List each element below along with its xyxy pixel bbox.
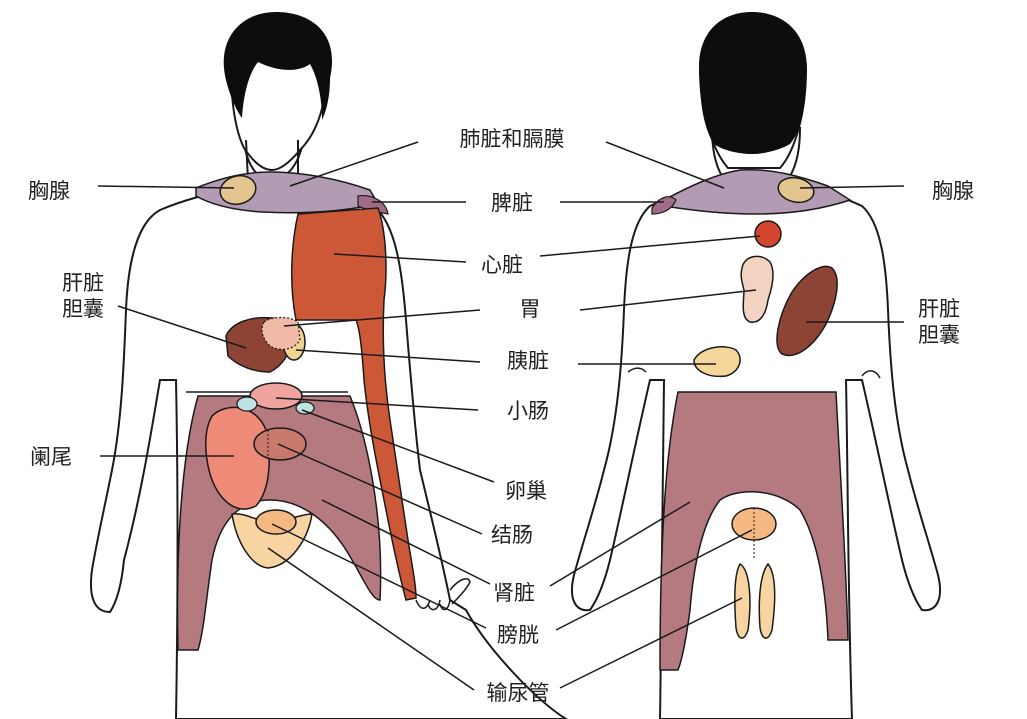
leader-bladder-front bbox=[271, 523, 487, 629]
label-ureter: 输尿管 bbox=[486, 681, 550, 705]
leader-kidney-back bbox=[549, 501, 691, 587]
leader-heart-back bbox=[539, 235, 761, 257]
back-ureter-left bbox=[734, 562, 751, 639]
label-liver-right: 肝脏 bbox=[918, 297, 960, 321]
back-liver bbox=[776, 265, 838, 357]
back-scapula-left bbox=[627, 367, 647, 373]
leader-ureter-front bbox=[267, 547, 475, 691]
back-lung-diaphragm-zone bbox=[663, 168, 852, 215]
back-spleen-zone bbox=[651, 196, 677, 215]
back-hair bbox=[699, 12, 807, 154]
front-figure bbox=[90, 12, 568, 719]
front-hand bbox=[415, 578, 471, 611]
label-pancreas: 胰脏 bbox=[507, 349, 549, 373]
front-thymus bbox=[219, 174, 257, 206]
leader-heart-front bbox=[333, 253, 467, 263]
leader-lung-back bbox=[605, 141, 725, 189]
leader-liver-left bbox=[117, 305, 247, 349]
front-appendix-zone bbox=[205, 406, 270, 510]
leader-stomach-front bbox=[283, 309, 481, 327]
leader-small-intestine bbox=[275, 397, 479, 411]
label-bladder: 膀胱 bbox=[497, 623, 539, 647]
back-thymus bbox=[777, 176, 815, 204]
leader-lung-front bbox=[289, 141, 419, 187]
front-small-intestine bbox=[249, 382, 303, 410]
front-bladder bbox=[255, 509, 297, 535]
back-pancreas bbox=[693, 346, 741, 378]
back-figure bbox=[571, 12, 941, 719]
label-stomach: 胃 bbox=[519, 297, 541, 321]
leader-thymus-left bbox=[97, 185, 235, 189]
label-colon: 结肠 bbox=[491, 523, 533, 547]
leader-kidney-front bbox=[321, 499, 491, 585]
leader-ureter-back bbox=[559, 597, 743, 689]
back-stomach bbox=[740, 255, 774, 323]
back-scapula-right bbox=[861, 370, 881, 379]
label-appendix: 阑尾 bbox=[30, 445, 72, 469]
label-kidney: 肾脏 bbox=[493, 581, 535, 605]
leader-thymus-right bbox=[799, 185, 905, 189]
label-thymus-right: 胸腺 bbox=[932, 179, 974, 203]
label-ovary: 卵巢 bbox=[505, 479, 547, 503]
leader-bladder-back bbox=[555, 529, 753, 631]
front-hair bbox=[223, 12, 333, 120]
front-ovary-left bbox=[236, 396, 258, 412]
leader-pancreas-front bbox=[295, 349, 481, 363]
label-gallbladder-left: 胆囊 bbox=[62, 297, 104, 321]
label-liver-gallbladder-left: 肝脏 胆囊 bbox=[62, 270, 104, 322]
label-spleen: 脾脏 bbox=[491, 191, 533, 215]
back-ureter-right bbox=[758, 562, 776, 639]
label-thymus-left: 胸腺 bbox=[28, 179, 70, 203]
front-colon bbox=[253, 427, 307, 461]
front-ovary-right bbox=[295, 401, 315, 415]
back-heart bbox=[754, 220, 782, 248]
label-gallbladder-right: 胆囊 bbox=[918, 323, 960, 347]
leader-colon bbox=[277, 443, 483, 535]
back-kidney-zone bbox=[659, 391, 849, 671]
label-heart: 心脏 bbox=[481, 253, 523, 277]
label-liver-gallbladder-right: 肝脏 胆囊 bbox=[918, 296, 960, 348]
label-small-intestine: 小肠 bbox=[507, 399, 549, 423]
leader-stomach-back bbox=[579, 289, 757, 311]
leader-lines bbox=[97, 141, 905, 691]
front-heart-zone bbox=[290, 207, 417, 601]
label-liver-left: 肝脏 bbox=[62, 271, 104, 295]
label-lung-diaphragm: 肺脏和膈膜 bbox=[459, 127, 565, 151]
front-spleen-zone bbox=[357, 195, 389, 215]
leader-ovary bbox=[301, 409, 495, 483]
